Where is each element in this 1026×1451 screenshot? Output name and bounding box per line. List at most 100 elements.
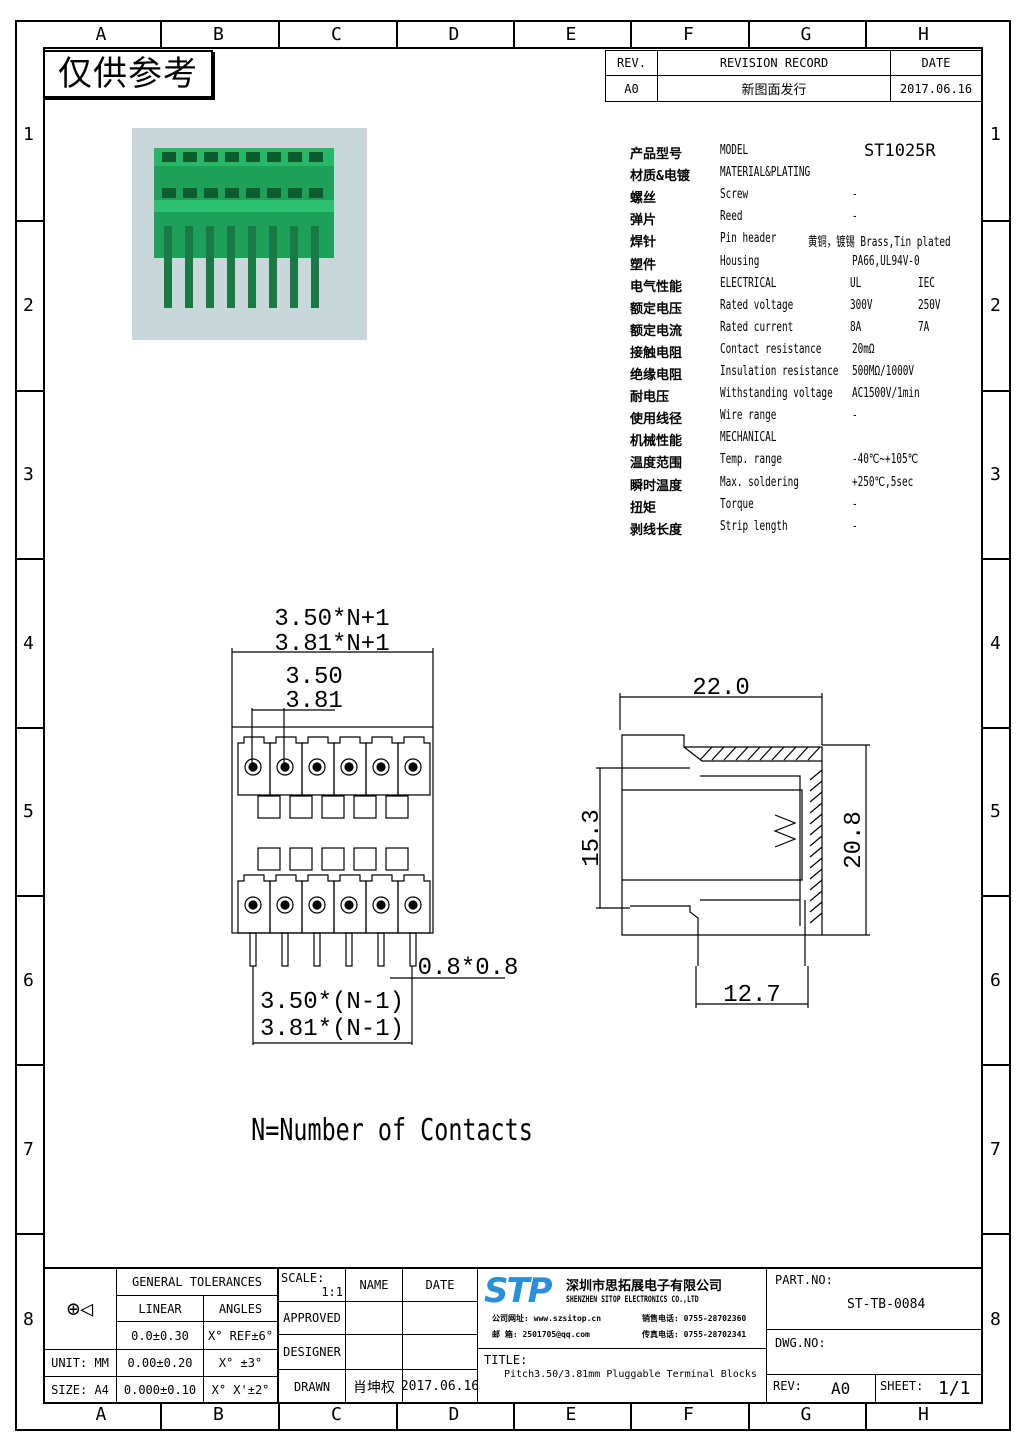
screw-center [280,762,290,772]
hatch [783,746,797,761]
company-email: 邮 箱: 2501705@qq.com [492,1330,590,1339]
grid-row-left: 1 [23,123,34,145]
title-cell: TITLE: Pitch3.50/3.81mm Pluggable Termin… [477,1348,767,1404]
hatch [809,901,823,913]
grid-divider [15,558,43,560]
pin [249,932,257,967]
hatch [699,746,713,761]
photo-hole [246,188,260,198]
dim-pin-size: 0.8*0.8 [418,955,519,982]
designer-date[interactable] [402,1334,478,1370]
grid-row-right: 2 [990,295,1001,316]
dim-overall-350: 3.50*N+1 [274,606,389,633]
square-opening [257,847,281,871]
grid-row-right: 7 [990,1138,1001,1160]
pin [281,932,289,967]
rev-label: REV: [773,1379,802,1393]
terminal-cell [365,874,399,934]
photo-hole [225,188,239,198]
spec-en: Max. soldering [720,474,799,490]
grid-col-top: C [331,24,342,45]
grid-divider [865,20,867,47]
grid-row-right: 1 [990,123,1001,145]
linear-tol-3: 0.000±0.10 [116,1376,204,1404]
approved-date[interactable] [402,1301,478,1335]
dwg-no-cell: DWG.NO: [766,1329,983,1375]
dim-height-208: 20.8 [841,811,868,869]
spec-en: MATERIAL&PLATING [720,165,811,181]
dim-span-350: 3.50*(N-1) [260,989,404,1016]
grid-divider [160,20,162,47]
spec-cn: 接触电阻 [630,345,683,361]
dim-pin-span-127: 12.7 [723,982,781,1009]
angle-tol-2: X° ±3° [203,1349,278,1377]
hatch [795,746,809,761]
photo-pin [248,226,256,308]
rev-cell: REV: A0 [766,1374,876,1404]
stamp-text: 仅供参考 [58,54,198,94]
angle-tol-1: X° REF±6° [203,1321,278,1350]
photo-pin [269,226,277,308]
grid-divider [15,390,43,392]
dwg-no-label: DWG.NO: [775,1336,826,1350]
grid-col-top: H [918,24,929,45]
spec-value: - [852,187,858,203]
scale-value: 1:1 [321,1285,343,1299]
spec-en: Contact resistance [720,341,822,357]
spec-value: UL [850,275,862,291]
screw-circle [244,758,262,776]
spec-cn: 材质&电镀 [630,169,690,185]
designer-label: DESIGNER [278,1334,346,1370]
grid-divider [15,727,43,729]
internal-contact [683,746,822,926]
grid-row-right: 6 [990,969,1001,991]
spec-en: Wire range [720,408,777,424]
square-opening [289,847,313,871]
terminal-block-image [154,148,334,308]
spec-cn: 螺丝 [630,191,657,207]
screw-center [344,762,354,772]
grid-divider [983,1233,1011,1235]
designer-name[interactable] [345,1334,403,1370]
hatch [771,746,785,761]
photo-pin [290,226,298,308]
grid-col-bottom: F [683,1404,694,1425]
spec-cn: 额定电压 [630,301,683,317]
square-opening [385,795,409,819]
spec-cn: 使用线径 [630,412,683,428]
spec-cn: 焊针 [630,235,657,251]
sheet-cell: SHEET: 1/1 [875,1374,983,1404]
company-block: STP 深圳市思拓展电子有限公司 SHENZHEN SITOP ELECTRON… [477,1268,767,1349]
spec-value: - [852,408,858,424]
revision-date: 2017.06.16 [890,75,982,102]
projection-symbol-icon: ⊕◁ [43,1268,117,1350]
screw-center [312,762,322,772]
hatch [809,912,823,924]
screw-circle [340,896,358,914]
spec-value: - [852,496,858,512]
front-view [231,648,505,1045]
pin-profile [630,767,699,966]
screw-circle [276,758,294,776]
spec-value: -40℃~+105℃ [852,452,919,468]
spec-value: 300V [850,297,873,313]
spec-cn: 瞬时温度 [630,478,683,494]
spec-value: 20mΩ [852,341,875,357]
square-opening [353,795,377,819]
approved-name[interactable] [345,1301,403,1335]
square-opening [289,795,313,819]
hatch [809,769,823,781]
grid-row-left: 7 [23,1138,34,1160]
spec-value: - [852,209,858,225]
contacts-note: N=Number of Contacts [251,1113,533,1148]
part-no-label: PART.NO: [775,1273,833,1287]
screw-circle [372,758,390,776]
spring [773,814,797,848]
company-phone: 销售电话: 0755-28702360 [642,1314,747,1323]
grid-col-bottom: C [331,1404,342,1425]
grid-divider [513,20,515,47]
grid-col-top: F [683,24,694,45]
spec-en: Pin header [720,231,777,247]
dim-pitch-381: 3.81 [285,688,343,715]
reference-stamp: 仅供参考 [43,50,213,98]
